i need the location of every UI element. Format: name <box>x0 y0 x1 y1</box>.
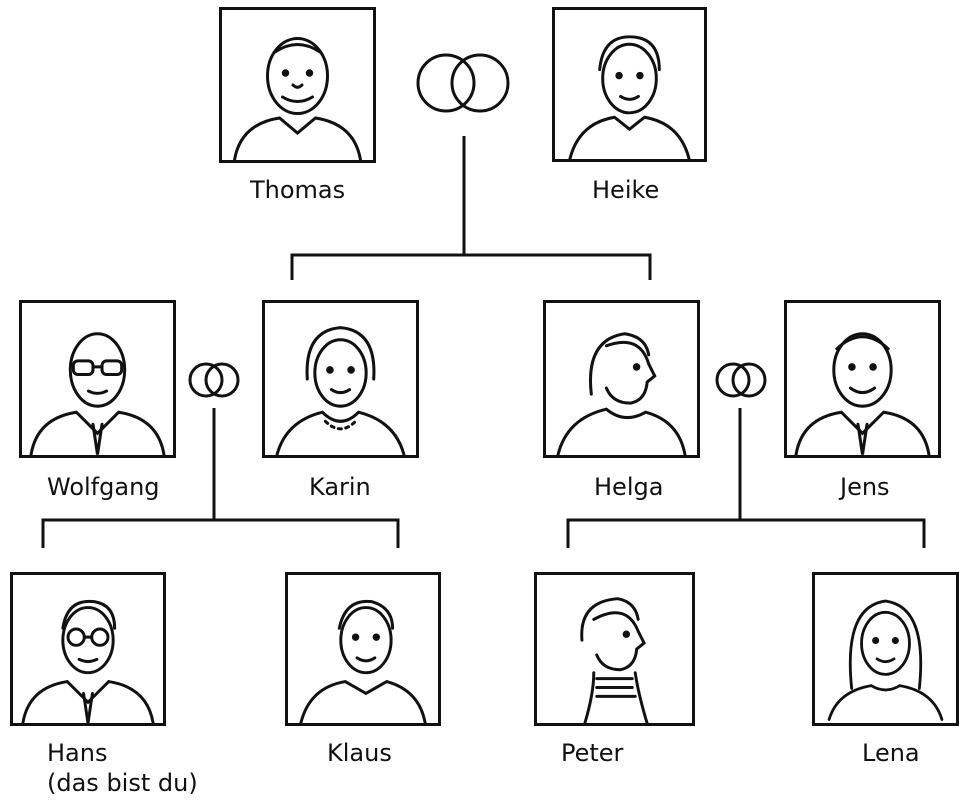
wedding-rings-icon <box>188 362 240 398</box>
portrait-karin <box>262 300 419 458</box>
connector-helga-jens-children <box>566 408 926 548</box>
girl-portrait-icon <box>827 599 944 721</box>
name-hans-note: (das bist du) <box>47 769 198 797</box>
name-wolfgang: Wolfgang <box>47 473 160 501</box>
portrait-peter <box>534 572 695 726</box>
boy-portrait-icon <box>299 599 427 723</box>
portrait-lena <box>812 572 959 726</box>
name-thomas: Thomas <box>250 176 346 204</box>
name-karin: Karin <box>309 473 371 501</box>
name-klaus: Klaus <box>327 739 392 767</box>
portrait-heike <box>552 7 707 162</box>
boy-glasses-portrait-icon <box>21 599 155 723</box>
woman-profile-portrait-icon <box>556 332 687 455</box>
man-portrait-icon <box>233 37 362 160</box>
name-hans: Hans (das bist du) <box>47 738 198 798</box>
man-glasses-portrait-icon <box>29 332 166 455</box>
portrait-helga <box>543 300 700 458</box>
name-hans-label: Hans <box>47 739 108 767</box>
name-helga: Helga <box>594 473 664 501</box>
name-heike: Heike <box>592 176 660 204</box>
woman-portrait-icon <box>568 35 691 159</box>
man-portrait-icon <box>794 332 931 455</box>
portrait-hans <box>10 572 166 726</box>
name-jens: Jens <box>840 473 890 501</box>
connector-wolfgang-karin-children <box>41 408 400 548</box>
wedding-rings-icon <box>715 362 767 398</box>
boy-profile-portrait-icon <box>580 597 649 723</box>
name-lena: Lena <box>862 739 920 767</box>
name-peter: Peter <box>561 739 624 767</box>
woman-portrait-icon <box>275 326 406 455</box>
portrait-jens <box>784 300 941 458</box>
portrait-thomas <box>219 7 376 163</box>
portrait-wolfgang <box>19 300 176 458</box>
portrait-klaus <box>285 572 441 726</box>
connector-grandparents-children <box>290 136 652 280</box>
wedding-rings-icon <box>416 53 510 113</box>
